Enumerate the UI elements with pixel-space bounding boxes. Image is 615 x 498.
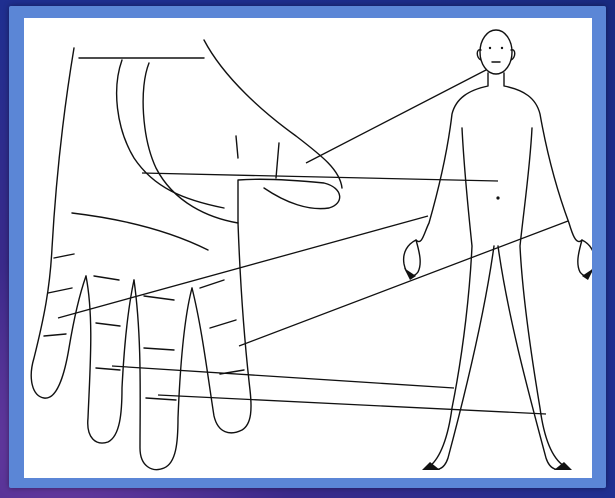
body-eye-right	[501, 47, 503, 49]
connector-abdomen	[142, 173, 498, 181]
body-navel	[496, 196, 499, 199]
diagram-canvas	[24, 18, 592, 478]
connector-left-leg	[112, 366, 454, 388]
body-right-foot	[554, 462, 572, 470]
thumb-crease-2	[276, 143, 279, 178]
hand-drawing	[31, 40, 342, 470]
thenar-crease	[117, 60, 224, 208]
crease-d	[94, 276, 119, 280]
connector-lines	[58, 70, 568, 414]
connector-right-hand	[239, 221, 568, 346]
crease-a	[54, 254, 74, 258]
body-right-side	[504, 73, 582, 242]
crease-j	[200, 280, 224, 288]
crease-h	[144, 348, 174, 350]
heart-line	[72, 213, 208, 250]
connector-right-leg	[158, 395, 546, 414]
hand-body-correspondence-diagram	[24, 18, 592, 478]
palm-outer-edge	[31, 48, 86, 398]
crease-i	[146, 398, 176, 400]
crease-f	[96, 368, 120, 370]
body-right-hand	[578, 240, 592, 276]
connector-head	[306, 70, 486, 163]
thumb-crease-1	[236, 136, 238, 158]
thumb-outer-edge	[204, 40, 342, 188]
crease-c	[44, 334, 66, 336]
crease-g	[144, 296, 174, 300]
thumb-tip	[238, 179, 340, 223]
body-drawing	[404, 30, 592, 470]
body-eye-left	[489, 47, 491, 49]
body-left-fingers	[404, 268, 416, 280]
body-right-fingers	[582, 268, 592, 280]
middle-finger-outline	[134, 280, 192, 470]
body-head	[480, 30, 512, 74]
index-finger-outline	[192, 223, 251, 433]
connector-left-hand	[58, 216, 428, 318]
crease-e	[96, 323, 120, 326]
body-left-foot	[422, 462, 440, 470]
ring-finger-outline	[86, 276, 134, 443]
crease-k	[210, 320, 236, 328]
crease-b	[48, 288, 72, 293]
